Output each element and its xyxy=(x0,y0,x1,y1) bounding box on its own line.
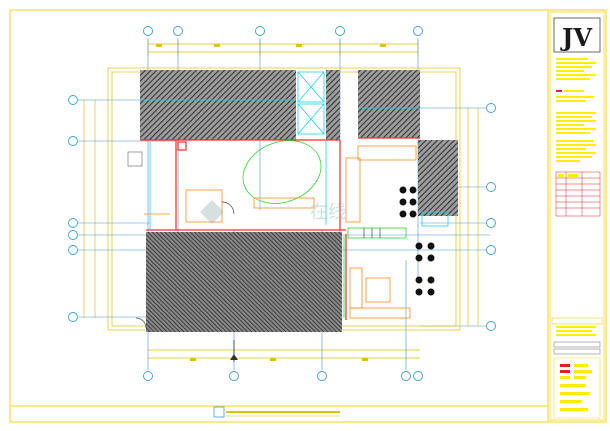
interior-cyan-lines xyxy=(140,99,420,230)
svg-text:在线: 在线 xyxy=(310,202,346,223)
project-info-block xyxy=(551,317,603,419)
logo-jv: JV xyxy=(560,23,592,52)
sheet-border xyxy=(9,9,607,423)
drawing-title-bar xyxy=(213,406,340,418)
logo-frame xyxy=(553,17,601,53)
hatched-room-northeast xyxy=(358,70,420,138)
hatched-room-south xyxy=(146,232,342,332)
window-panel xyxy=(421,211,449,227)
notes-block xyxy=(556,58,596,162)
elevator-core xyxy=(296,70,326,140)
watermark: 在线 xyxy=(200,200,346,224)
orange-furniture xyxy=(127,145,417,319)
right-dimensions xyxy=(467,108,479,326)
green-lines xyxy=(343,227,407,318)
title-block: JV xyxy=(549,11,605,421)
elevator-shafts xyxy=(297,71,325,135)
table-chair-icon xyxy=(399,186,435,296)
grid-bubbles-bottom xyxy=(143,371,423,381)
hatched-room-east xyxy=(418,140,458,216)
grid-bubbles-top xyxy=(143,26,423,36)
revision-table xyxy=(555,171,601,217)
bottom-dimensions xyxy=(148,349,420,359)
door-swing-icon xyxy=(221,201,235,215)
left-dimensions xyxy=(83,100,96,318)
grid-bubbles-left xyxy=(68,95,78,322)
walls xyxy=(140,137,420,320)
top-dimensions xyxy=(147,40,419,56)
annotation-marks xyxy=(156,44,386,361)
grid-bubbles-right xyxy=(486,103,496,331)
partition-ticks xyxy=(363,228,381,238)
north-arrow-icon xyxy=(230,340,238,362)
